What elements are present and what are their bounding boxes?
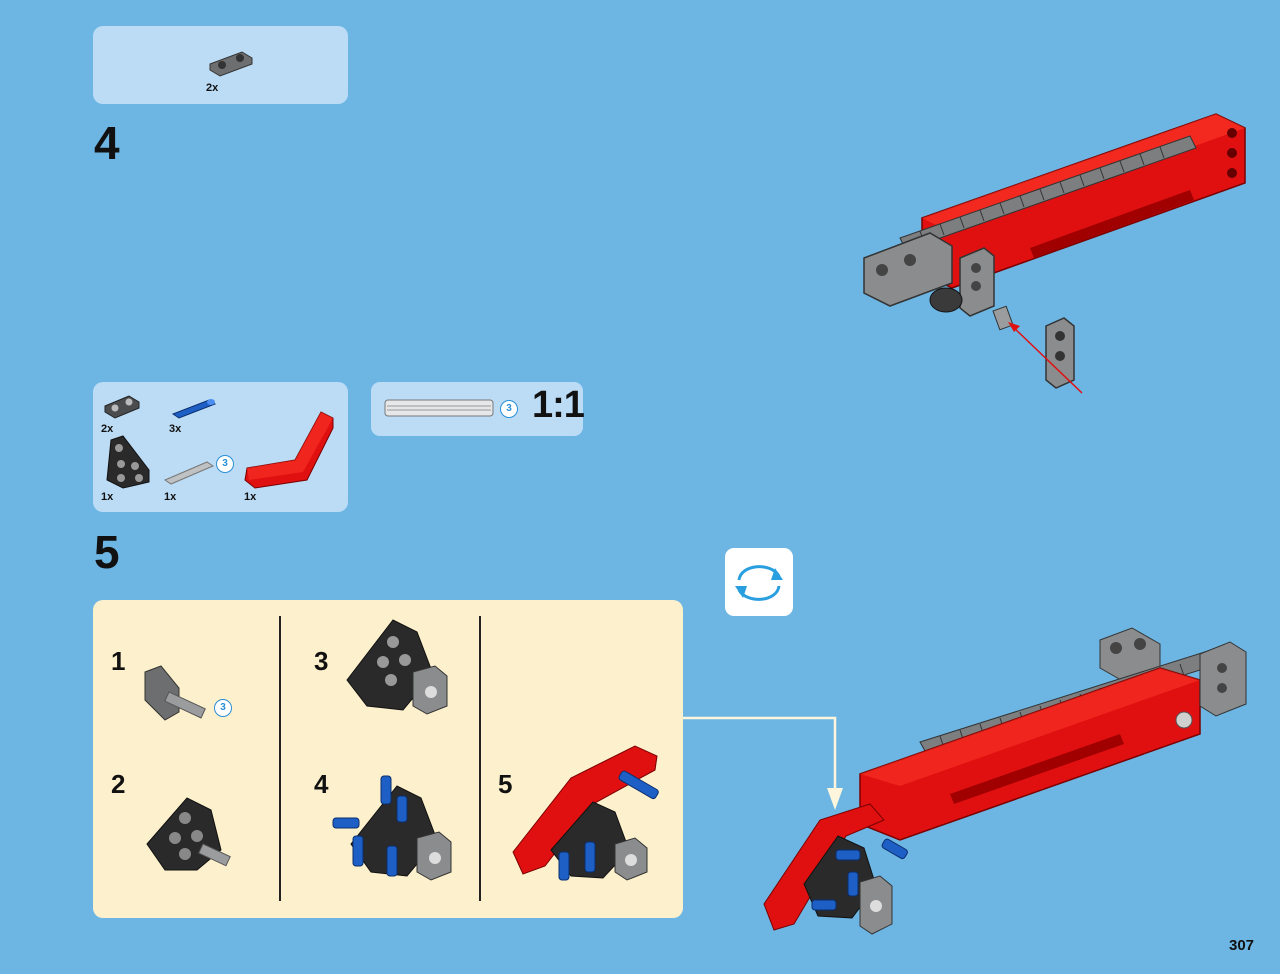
substep-number: 1 (111, 646, 126, 676)
substep-number: 3 (314, 646, 329, 676)
step4-parts-box: 2x (93, 26, 348, 104)
substep2-beam-icon (146, 797, 231, 871)
substep-divider (279, 616, 281, 901)
rotate-model-box (725, 548, 793, 616)
substep-number: 4 (314, 769, 329, 799)
substep3-assembly-icon (346, 619, 448, 715)
ruler-axle-icon (384, 399, 494, 417)
substep5-assembly-icon (512, 745, 659, 881)
part-qty: 1x (101, 491, 114, 503)
substep1-length-badge: 3 (214, 699, 232, 717)
substep-number: 5 (498, 769, 513, 799)
step-number-4: 4 (94, 117, 120, 169)
length-ruler-box: 3 (371, 382, 583, 436)
scale-label: 1:1 (532, 384, 585, 426)
substep1-connector-axle-icon (144, 665, 206, 721)
part-qty: 2x (206, 82, 219, 94)
ruler-length-badge: 3 (500, 400, 518, 418)
step-number-5: 5 (94, 526, 120, 578)
part-qty: 3x (169, 423, 182, 435)
substep-divider (479, 616, 481, 901)
step5-boom-model (763, 627, 1247, 935)
substep4-assembly-icon (332, 775, 452, 881)
substep-number: 2 (111, 769, 126, 799)
page-number: 307 (1229, 937, 1255, 954)
part-qty: 1x (164, 491, 177, 503)
callout-arrow (683, 716, 843, 810)
red-bent-beam-icon (244, 411, 334, 489)
dark-gray-connector-icon (104, 395, 140, 419)
part-qty: 1x (244, 491, 257, 503)
step4-boom-model (863, 113, 1246, 394)
gray-connector-icon (209, 51, 253, 77)
blue-pin-icon (171, 399, 217, 419)
subassembly-panel: 1 3 2 3 4 5 (93, 600, 683, 918)
step5-parts-box: 2x 3x 1x 3 1x 1x (93, 382, 348, 512)
axle-length-badge: 3 (216, 455, 234, 473)
rotate-model-icon (735, 565, 783, 601)
part-qty: 2x (101, 423, 114, 435)
gray-axle-icon (163, 461, 215, 485)
black-triangle-beam-icon (106, 435, 150, 489)
